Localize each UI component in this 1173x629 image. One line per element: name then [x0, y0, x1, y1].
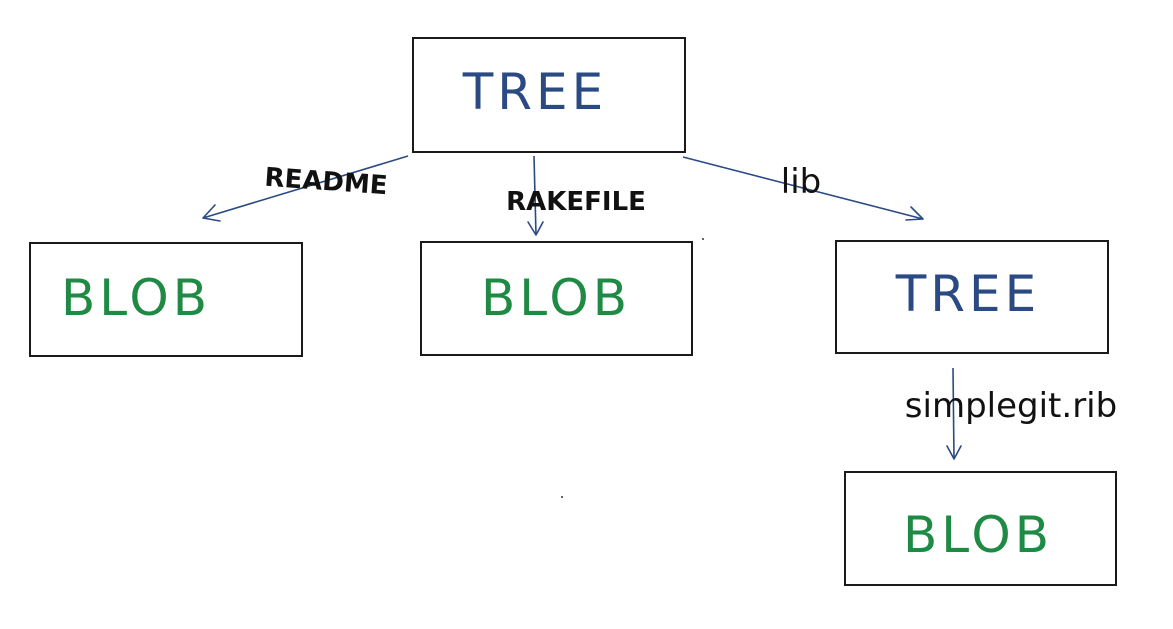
- node-blob-simplegit: BLOB: [844, 471, 1117, 586]
- node-label: BLOB: [903, 506, 1053, 564]
- edge-readme: [202, 155, 409, 222]
- edge-rakefile: [527, 155, 544, 236]
- node-blob-rakefile: BLOB: [420, 241, 693, 356]
- node-label: TREE: [462, 63, 607, 121]
- node-tree-root: TREE: [412, 37, 686, 153]
- stray-dot: [702, 238, 704, 240]
- edge-simplegit: [946, 367, 962, 460]
- node-label: TREE: [895, 265, 1040, 323]
- node-blob-readme: BLOB: [29, 242, 303, 357]
- node-label: BLOB: [481, 269, 631, 327]
- node-tree-lib: TREE: [835, 240, 1109, 354]
- stray-dot: [561, 496, 563, 498]
- node-label: BLOB: [61, 269, 211, 327]
- edge-lib: [682, 156, 924, 221]
- edge-label-simplegit: simplegit.rib: [905, 386, 1117, 426]
- edge-label-readme: README: [264, 163, 389, 202]
- edge-label-lib: lib: [781, 162, 821, 202]
- edge-label-rakefile: RAKEFILE: [506, 187, 646, 217]
